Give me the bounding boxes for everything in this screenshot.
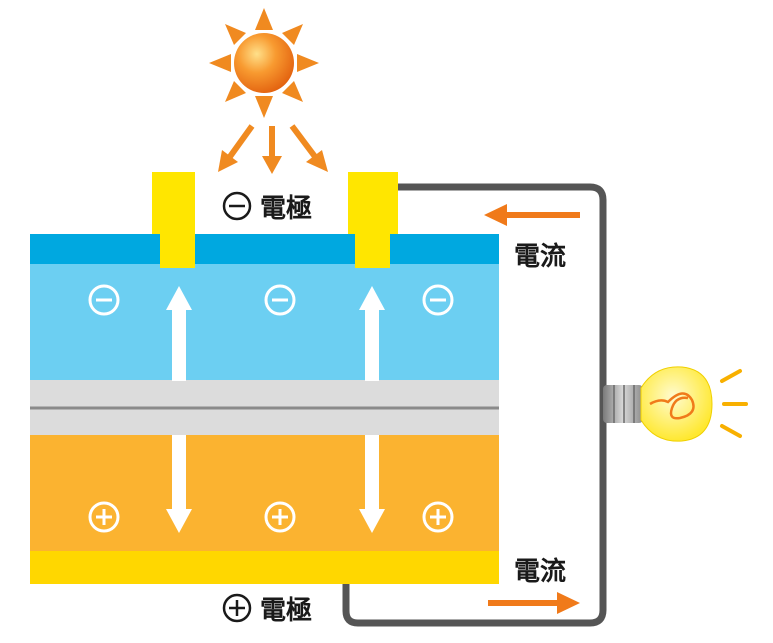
finger-electrode-left [152, 172, 195, 234]
current-arrow-top [484, 204, 580, 226]
light-bulb-icon [603, 366, 748, 442]
sunlight-arrows [218, 124, 328, 174]
positive-electrode-label: 電極 [222, 593, 312, 626]
bottom-electrode [30, 551, 499, 584]
sun-icon [209, 8, 319, 118]
carrier-arrows [166, 286, 385, 533]
circuit-wire [342, 183, 607, 627]
n-layer-top [30, 234, 499, 264]
finger-electrode-right [348, 172, 398, 234]
finger-electrode-right-bottom [355, 234, 390, 268]
minus-circle-icon [264, 284, 296, 316]
current-arrow-bottom [488, 592, 580, 614]
n-layer [30, 264, 499, 380]
hole-charges [88, 501, 454, 533]
electron-charges [88, 284, 454, 316]
current-label-top: 電流 [514, 242, 566, 272]
plus-circle-icon [88, 501, 120, 533]
finger-electrode-left-bottom [160, 234, 195, 268]
minus-circle-icon [88, 284, 120, 316]
minus-circle-icon [422, 284, 454, 316]
positive-electrode-text: 電極 [260, 596, 312, 626]
plus-circle-icon [264, 501, 296, 533]
negative-electrode-label: 電極 [222, 191, 312, 224]
finger-electrodes [152, 172, 398, 268]
plus-circle-icon [422, 501, 454, 533]
plus-circle-icon [222, 593, 252, 623]
negative-electrode-text: 電極 [260, 194, 312, 224]
current-label-bottom: 電流 [514, 557, 566, 587]
p-layer [30, 435, 499, 551]
minus-circle-icon [222, 191, 252, 221]
